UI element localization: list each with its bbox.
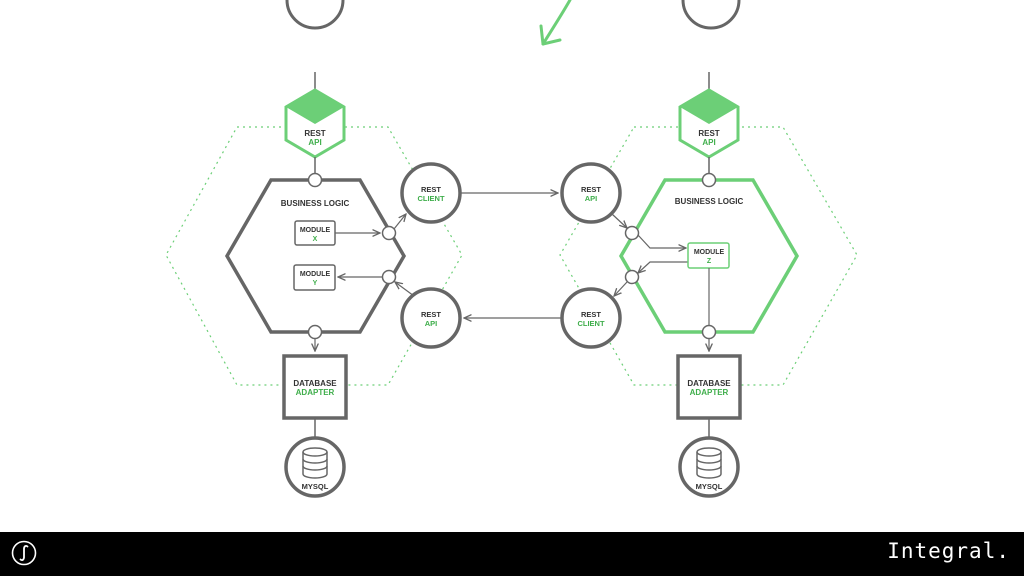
- module-x-label-2: X: [313, 236, 318, 243]
- module-y-label-1: MODULE: [300, 271, 331, 278]
- left-rest-client-node: [400, 162, 462, 224]
- left-rest-api-in-node: [400, 287, 462, 349]
- right-rest-api-label-2: API: [702, 138, 715, 147]
- left-mysql-label: MYSQL: [302, 482, 329, 491]
- left-rest-api-in-label-1: REST: [421, 310, 441, 319]
- right-rest-client-node: [560, 287, 622, 349]
- microservices-diagram: REST API BUSINESS LOGIC MODULE X MODULE …: [165, 0, 858, 498]
- right-port-in: [624, 225, 640, 241]
- module-y-box: [293, 264, 336, 291]
- left-port-top: [307, 172, 323, 188]
- cropped-node-right: [681, 0, 741, 30]
- footer-bar: Integral.: [0, 532, 1024, 576]
- module-z-label-2: Z: [707, 258, 712, 265]
- right-business-logic-label: BUSINESS LOGIC: [675, 197, 744, 206]
- right-rest-api-in-label-1: REST: [581, 185, 601, 194]
- left-db-adapter-label-2: ADAPTER: [296, 388, 335, 397]
- left-rest-api-label-2: API: [308, 138, 321, 147]
- right-outer-hexagon: [559, 126, 858, 386]
- left-rest-client-label-2: CLIENT: [417, 194, 445, 203]
- integral-sign-icon: [11, 540, 37, 566]
- hand-drawn-arrow-icon: [539, 0, 572, 46]
- right-database-icon: [696, 447, 722, 479]
- right-mysql-node: [678, 436, 740, 498]
- left-business-logic-hexagon: [224, 178, 407, 334]
- module-z-label-1: MODULE: [694, 249, 725, 256]
- right-rest-api-label-1: REST: [698, 129, 719, 138]
- module-y-label-2: Y: [313, 280, 318, 287]
- left-service: REST API BUSINESS LOGIC MODULE X MODULE …: [165, 72, 463, 498]
- right-rest-api-in-node: [560, 162, 622, 224]
- left-port-out: [381, 225, 397, 241]
- left-rest-api-label-1: REST: [304, 129, 325, 138]
- left-business-logic-label: BUSINESS LOGIC: [281, 199, 350, 208]
- right-port-top: [701, 172, 717, 188]
- right-rest-api-in-label-2: API: [585, 194, 598, 203]
- left-mysql-node: [284, 436, 346, 498]
- left-port-in: [381, 269, 397, 285]
- left-rest-api-in-label-2: API: [425, 319, 438, 328]
- left-database-icon: [302, 447, 328, 479]
- module-x-label-1: MODULE: [300, 227, 331, 234]
- right-db-adapter-label-1: DATABASE: [687, 379, 731, 388]
- left-rest-client-label-1: REST: [421, 185, 441, 194]
- right-rest-client-label-1: REST: [581, 310, 601, 319]
- right-rest-client-label-2: CLIENT: [577, 319, 605, 328]
- brand-name: Integral.: [887, 539, 1010, 563]
- left-database-adapter-box: [282, 354, 348, 420]
- right-service: REST API BUSINESS LOGIC MODULE Z DATABAS…: [559, 72, 858, 498]
- right-port-bottom: [701, 324, 717, 340]
- left-port-bottom: [307, 324, 323, 340]
- right-mysql-label: MYSQL: [696, 482, 723, 491]
- right-db-adapter-label-2: ADAPTER: [690, 388, 729, 397]
- right-port-out: [624, 269, 640, 285]
- cropped-node-left: [285, 0, 345, 30]
- left-outer-hexagon: [165, 126, 463, 386]
- left-db-adapter-label-1: DATABASE: [293, 379, 337, 388]
